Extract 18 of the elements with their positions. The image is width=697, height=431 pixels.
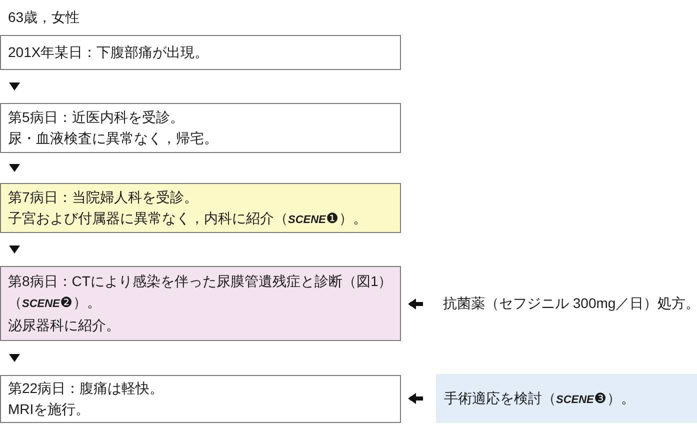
step-box xyxy=(0,375,401,423)
step-text: 子宮および付属器に異常なく，内科に紹介（SCENE❶）。 xyxy=(8,209,368,228)
step-text: 第7病日：当院婦人科を受診。 xyxy=(8,188,199,207)
step-box xyxy=(0,103,401,153)
case-heading: 63歳，女性 xyxy=(8,8,80,27)
note-text: 抗菌薬（セフジニル 300mg／日）処方。 xyxy=(443,293,693,314)
step-text: 泌尿器科に紹介。 xyxy=(8,316,121,335)
note-text: 手術適応を検討（SCENE❸）。 xyxy=(444,389,636,408)
step-text: 尿・血液検査に異常なく，帰宅。 xyxy=(8,129,219,148)
step-text: MRIを施行。 xyxy=(8,400,91,419)
note-band xyxy=(436,374,697,423)
step-text: 第5病日：近医内科を受診。 xyxy=(8,108,185,127)
step-text: 第8病日：CTにより感染を伴った尿膜管遺残症と診断（図1）（SCENE❷）。 xyxy=(8,272,394,312)
step-box xyxy=(0,266,401,341)
step-text: 201X年某日：下腹部痛が出現。 xyxy=(8,43,210,62)
step-text: 第22病日：腹痛は軽快。 xyxy=(8,379,165,398)
step-box xyxy=(0,183,401,233)
step-box xyxy=(0,35,401,70)
